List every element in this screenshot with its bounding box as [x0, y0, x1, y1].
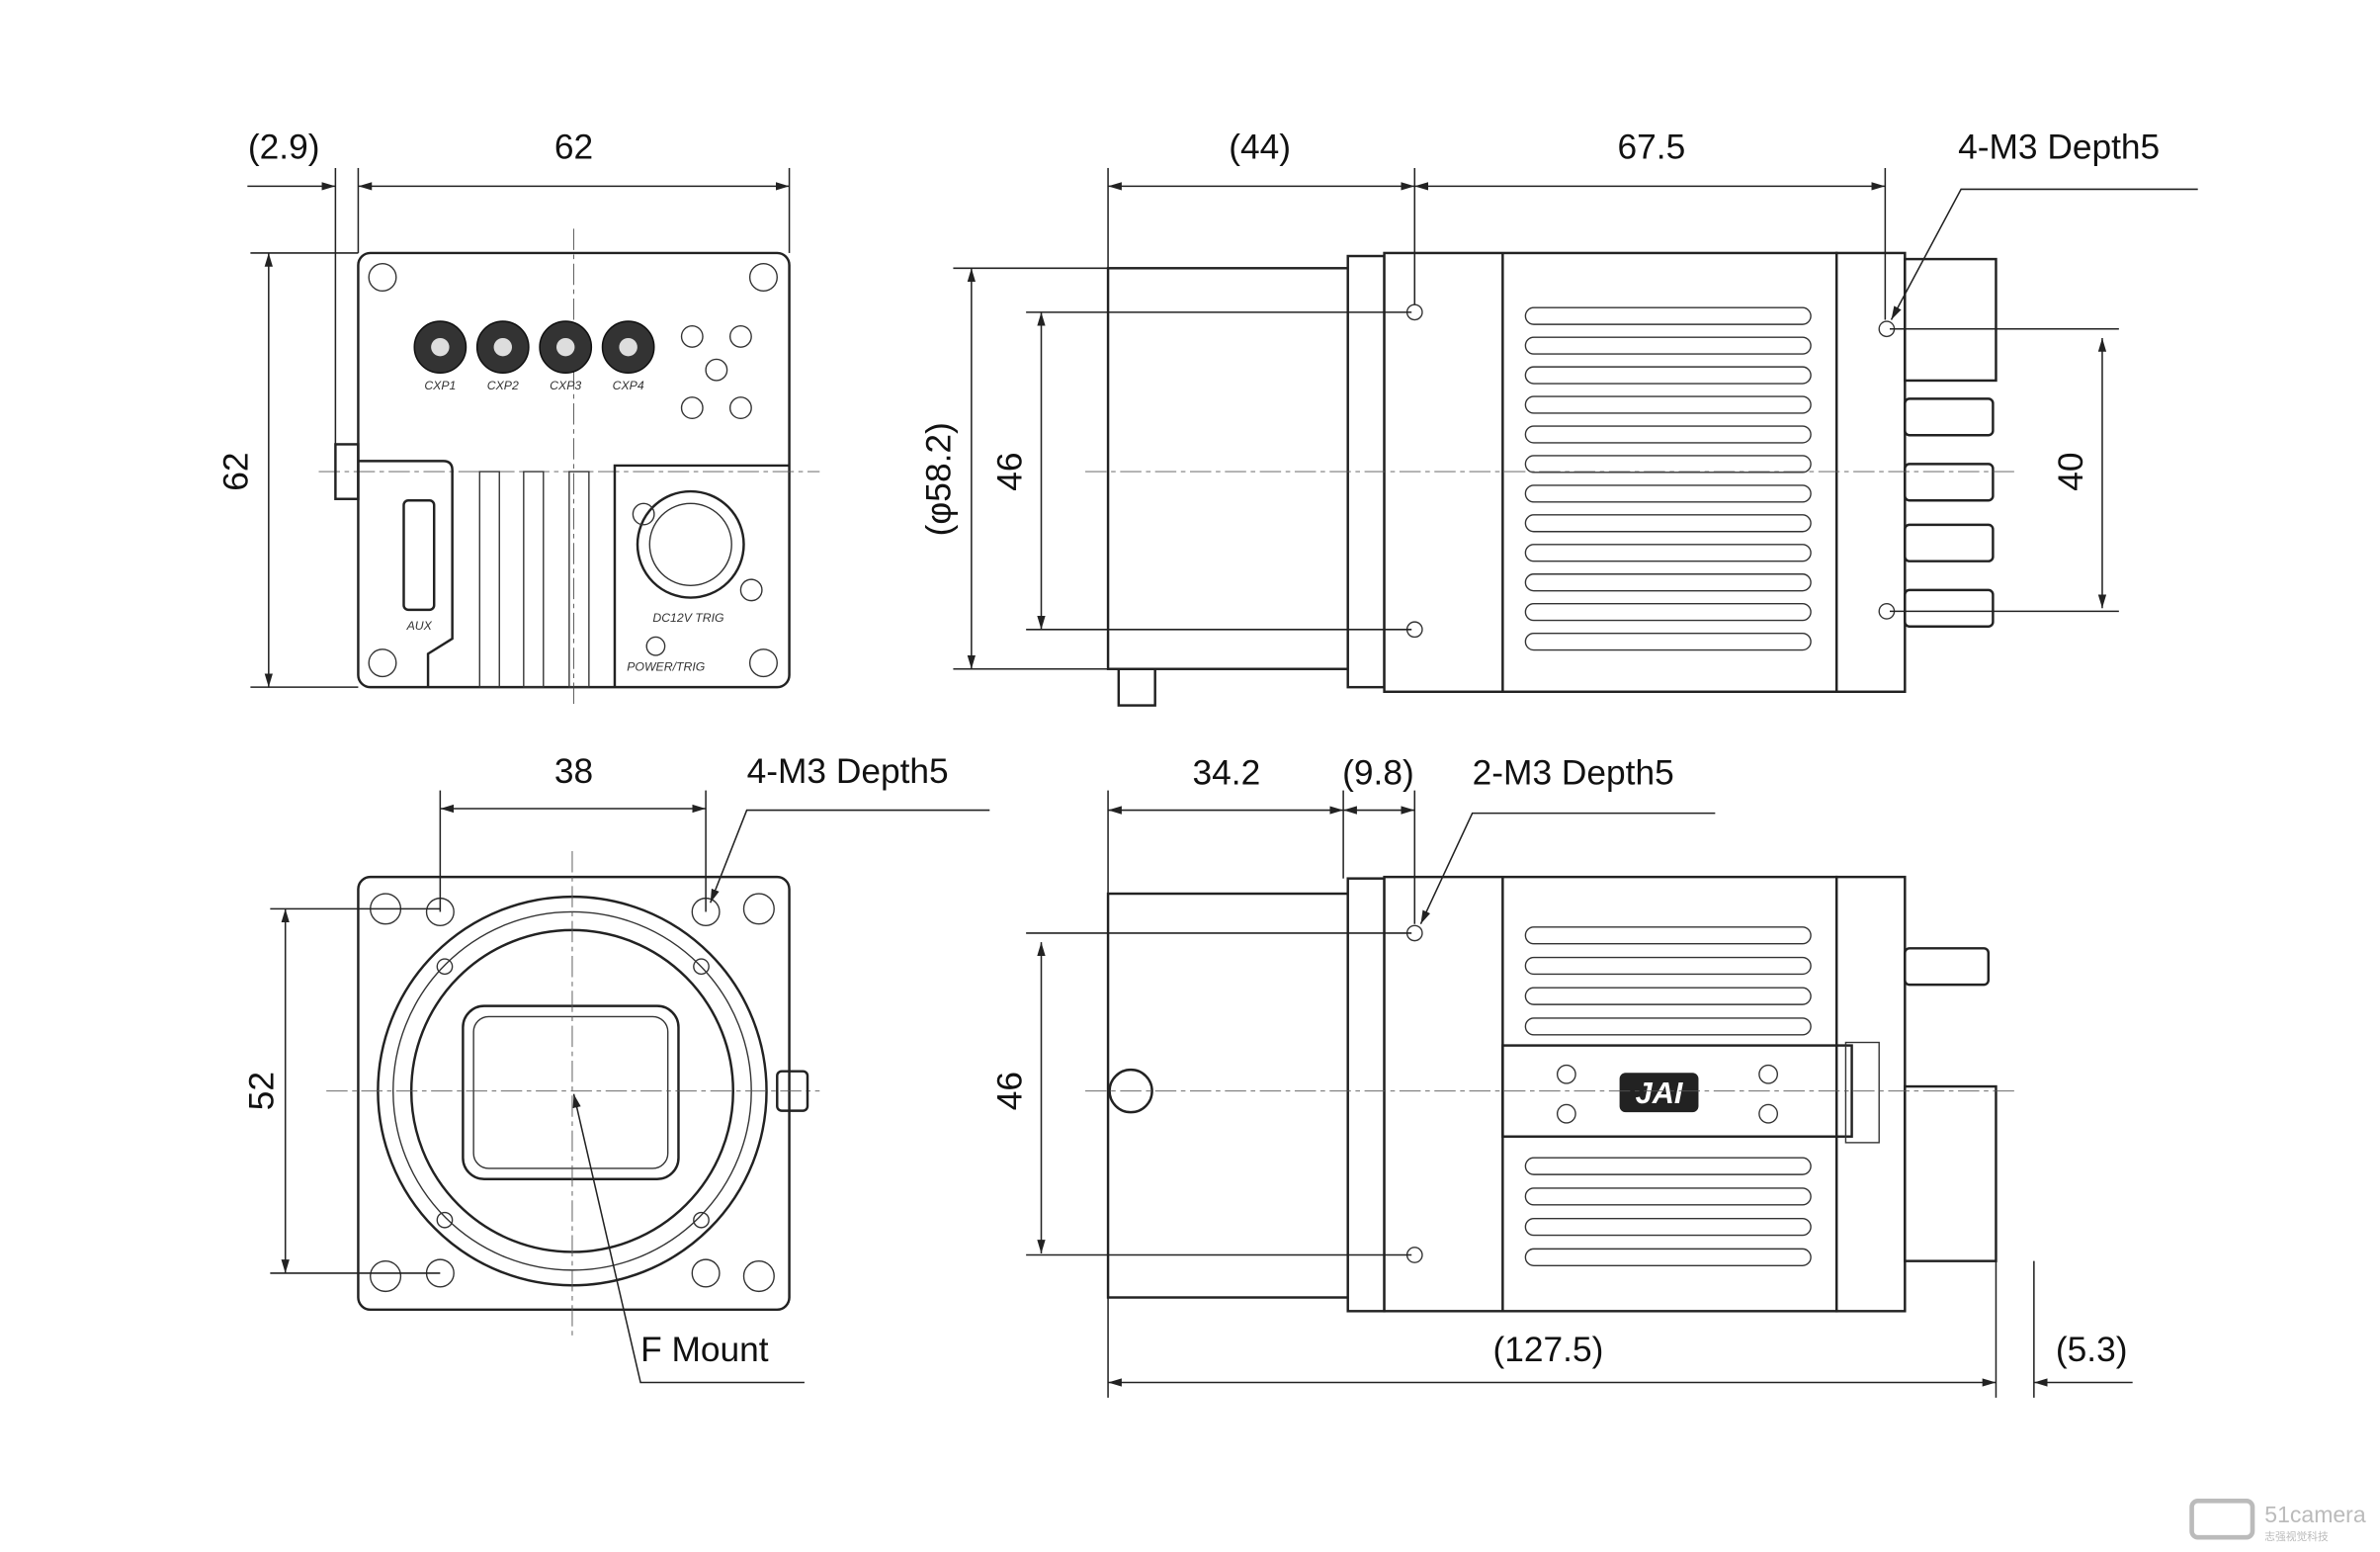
dim-body: 67.5 — [1617, 129, 1685, 167]
cooling-fin — [1524, 1248, 1812, 1266]
cxp-label: CXP4 — [613, 379, 644, 392]
cooling-fin — [1524, 956, 1812, 976]
dim-9-8: (9.8) — [1342, 753, 1414, 792]
cxp-label: CXP1 — [424, 379, 456, 392]
cooling-fin — [1524, 514, 1812, 533]
dim-lens: (44) — [1229, 129, 1291, 167]
dim-total: (127.5) — [1492, 1331, 1603, 1369]
cxp-connector-pin — [619, 337, 638, 357]
rear-view: CXP1 CXP2 CXP3 CXP4 AUX DC12V TRIG POWER/TR… — [216, 129, 820, 708]
cxp-connector-pin — [431, 337, 450, 357]
cxp-label: CXP3 — [550, 379, 581, 392]
cooling-fin — [1524, 306, 1812, 325]
dim-rear: (5.3) — [2056, 1331, 2128, 1369]
aux-label: AUX — [406, 619, 433, 633]
side-view-bottom: JAI 34.2 (9.8) 2-M3 Depth5 46 (127.5) (5… — [991, 753, 2133, 1398]
corner-screws — [368, 263, 778, 678]
front-view: 38 4-M3 Depth5 52 F Mount — [242, 752, 990, 1384]
jai-logo: JAI — [1636, 1076, 1684, 1110]
side-view-top: (44) 67.5 4-M3 Depth5 (φ58.2) 46 40 — [919, 129, 2198, 707]
cxp-connector-pin — [493, 337, 512, 357]
watermark-brand: 51camera — [2264, 1502, 2366, 1527]
cooling-fin — [1524, 395, 1812, 414]
cooling-fin — [1524, 632, 1812, 651]
dim-offset: (2.9) — [248, 129, 320, 167]
mount-screws — [370, 893, 775, 1293]
power-connector-label: DC12V TRIG — [652, 611, 724, 625]
cxp-label: CXP2 — [487, 379, 519, 392]
dim-width: 62 — [554, 129, 593, 167]
power-trig-label: POWER/TRIG — [627, 659, 706, 673]
dim-52: 52 — [242, 1072, 281, 1110]
dim-height: 62 — [216, 452, 255, 490]
side-connector — [1904, 463, 1995, 502]
cooling-fin — [1524, 336, 1812, 355]
callout-bottom: 2-M3 Depth5 — [1473, 753, 1674, 792]
side-connector — [1904, 523, 1995, 562]
dim-diameter: (φ58.2) — [919, 422, 958, 536]
cooling-fin — [1524, 425, 1812, 444]
side-connector — [1904, 397, 1995, 437]
dim-46-top: 46 — [991, 452, 1030, 490]
side-connector — [1904, 588, 1995, 628]
dim-34-2: 34.2 — [1192, 753, 1260, 792]
cooling-fin — [1524, 484, 1812, 503]
cooling-fin — [1524, 926, 1812, 945]
f-mount-label: F Mount — [640, 1331, 769, 1369]
cooling-fin — [1524, 603, 1812, 622]
dim-40: 40 — [2052, 452, 2090, 490]
cooling-fin — [1524, 544, 1812, 562]
watermark: 51camera 志强视觉科技 — [2189, 1499, 2366, 1543]
cooling-fin — [1524, 1157, 1812, 1175]
cooling-fin — [1524, 1017, 1812, 1036]
callout-front: 4-M3 Depth5 — [747, 752, 949, 791]
cooling-fin — [1524, 1187, 1812, 1206]
cxp-connector-pin — [555, 337, 575, 357]
cooling-fin — [1524, 987, 1812, 1005]
status-leds — [680, 324, 752, 420]
cooling-fin — [1524, 1217, 1812, 1237]
cooling-fin — [1524, 573, 1812, 592]
cooling-fin — [1524, 455, 1812, 474]
aux-connector — [402, 499, 436, 612]
callout-m3: 4-M3 Depth5 — [1958, 129, 2160, 167]
cooling-fin — [1524, 366, 1812, 385]
watermark-subtitle: 志强视觉科技 — [2264, 1530, 2329, 1543]
dim-46-bottom: 46 — [991, 1072, 1030, 1110]
dim-38: 38 — [554, 752, 593, 791]
